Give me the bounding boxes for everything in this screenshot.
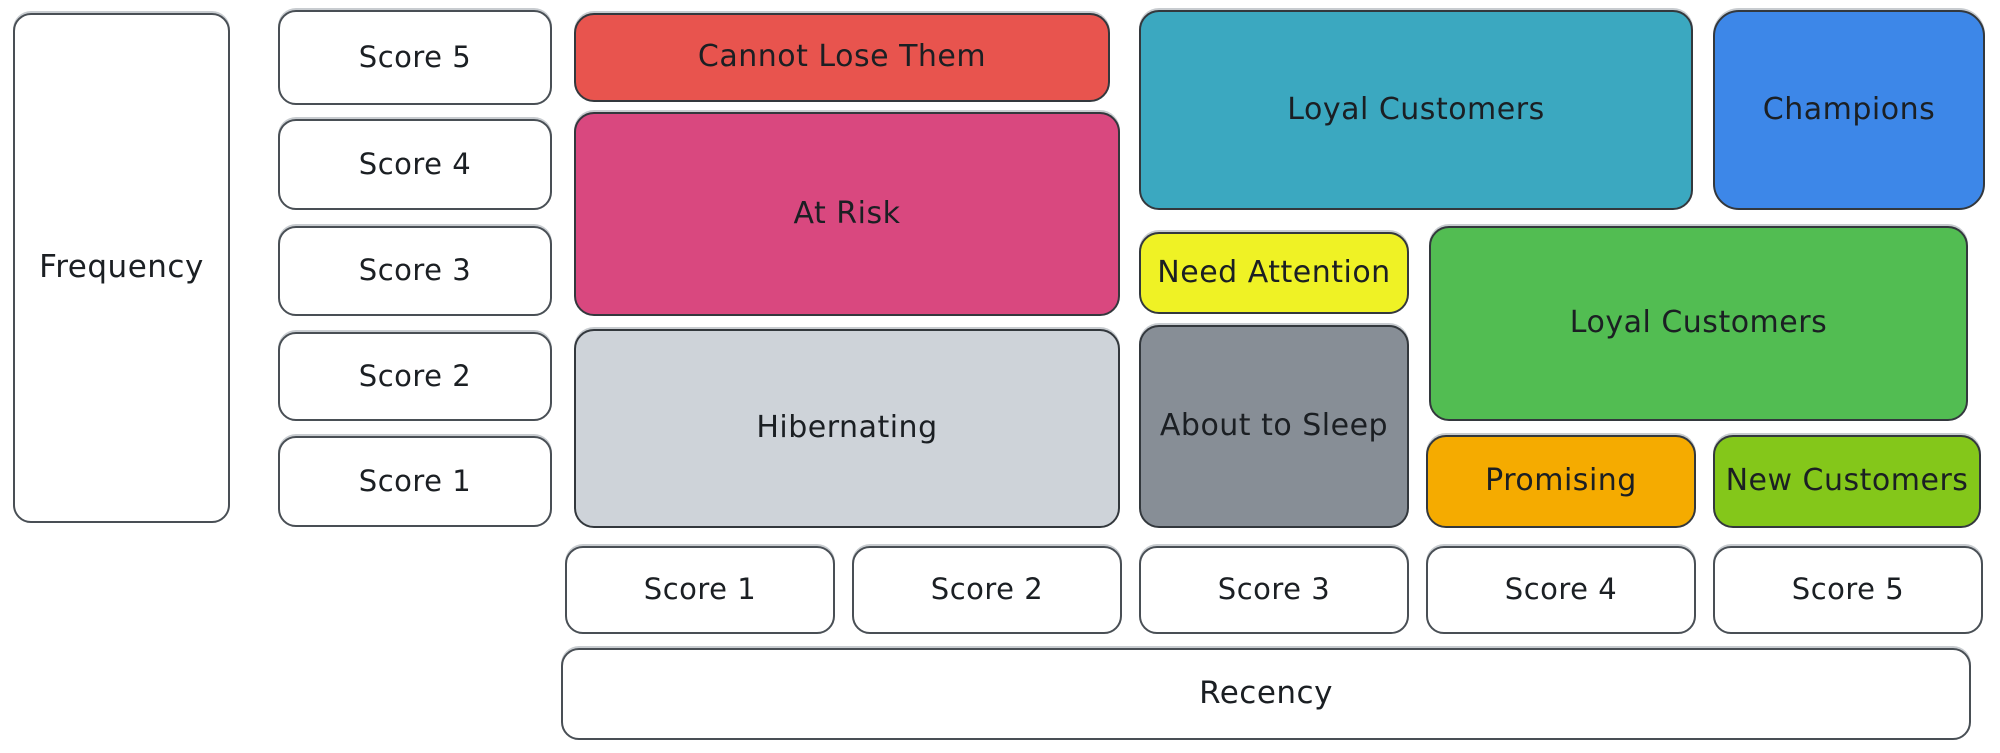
segment-cannot-lose-them: Cannot Lose Them [574, 13, 1110, 102]
frequency-score-1: Score 1 [278, 436, 552, 527]
segment-loyal-customers-teal: Loyal Customers [1139, 10, 1693, 210]
recency-score-3: Score 3 [1139, 546, 1409, 634]
frequency-axis-label: Frequency [13, 13, 230, 523]
segment-champions: Champions [1713, 10, 1985, 210]
recency-score-4: Score 4 [1426, 546, 1696, 634]
segment-loyal-customers-green: Loyal Customers [1429, 226, 1968, 421]
frequency-score-5: Score 5 [278, 10, 552, 105]
recency-score-5: Score 5 [1713, 546, 1983, 634]
frequency-score-3: Score 3 [278, 226, 552, 316]
segment-promising: Promising [1426, 435, 1696, 528]
frequency-score-2: Score 2 [278, 332, 552, 421]
segment-new-customers: New Customers [1713, 435, 1981, 528]
segment-need-attention: Need Attention [1139, 232, 1409, 314]
frequency-score-4: Score 4 [278, 119, 552, 210]
recency-score-1: Score 1 [565, 546, 835, 634]
recency-score-2: Score 2 [852, 546, 1122, 634]
segment-hibernating: Hibernating [574, 329, 1120, 528]
segment-about-to-sleep: About to Sleep [1139, 325, 1409, 528]
recency-axis-label: Recency [561, 648, 1971, 740]
segment-at-risk: At Risk [574, 112, 1120, 316]
